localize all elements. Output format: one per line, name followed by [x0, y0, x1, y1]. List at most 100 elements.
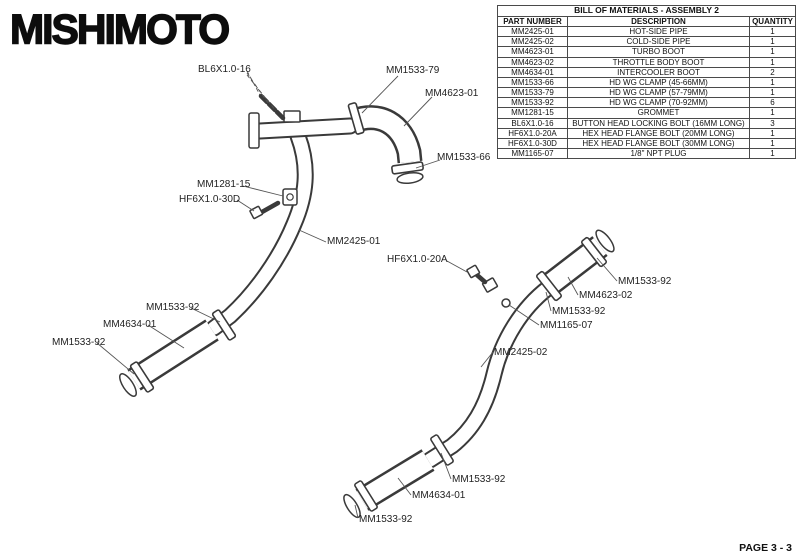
- part-number-cell: MM1165-07: [497, 148, 568, 160]
- bom-header-row: PART NUMBER DESCRIPTION QUANTITY: [497, 15, 797, 27]
- callout-mm1533-79: MM1533-79: [386, 65, 440, 76]
- hex-bolt-20mm-drawing: [466, 264, 488, 285]
- description-cell: HEX HEAD FLANGE BOLT (30MM LONG): [567, 138, 750, 150]
- callout-mm1165-07: MM1165-07: [540, 320, 593, 331]
- hd-wg-clamp-92-left-lower-drawing: [129, 361, 155, 393]
- quantity-cell: 6: [748, 97, 797, 109]
- description-cell: BUTTON HEAD LOCKING BOLT (16MM LONG): [567, 117, 750, 129]
- callout-mm1533-92-bottom-2: MM1533-92: [359, 514, 413, 525]
- hd-wg-clamp-92-bottom-upper-drawing: [430, 434, 454, 466]
- hot-side-pipe-drawing: [205, 117, 359, 337]
- callout-mm2425-01: MM2425-01: [327, 236, 381, 247]
- callout-mm4634-01-bottom: MM4634-01: [412, 490, 466, 501]
- part-number-cell: HF6X1.0-30D: [497, 138, 568, 150]
- callout-mm1533-92-left-2: MM1533-92: [52, 337, 106, 348]
- description-cell: 1/8" NPT PLUG: [567, 148, 750, 160]
- quantity-cell: 1: [748, 138, 797, 150]
- quantity-cell: 1: [748, 46, 797, 58]
- part-number-cell: MM1533-79: [497, 87, 568, 99]
- callout-hf6x1-0-20a: HF6X1.0-20A: [387, 254, 448, 265]
- callout-mm1533-92-right-1: MM1533-92: [618, 276, 672, 287]
- callout-mm4634-01-left: MM4634-01: [103, 319, 157, 330]
- part-number-cell: MM4634-01: [497, 66, 568, 78]
- throttle-body-boot-drawing: [540, 229, 615, 296]
- callout-mm2425-02: MM2425-02: [494, 347, 548, 358]
- quantity-cell: 1: [748, 56, 797, 68]
- part-number-cell: MM1533-66: [497, 76, 568, 89]
- description-cell: INTERCOOLER BOOT: [567, 66, 750, 78]
- callout-mm1533-92-bottom-1: MM1533-92: [452, 474, 506, 485]
- hex-bolt-30mm-drawing: [249, 200, 281, 220]
- hd-wg-clamp-57-79-drawing: [347, 102, 365, 135]
- turbo-flange-drawing: [248, 110, 301, 149]
- callout-hf6x1-0-30d: HF6X1.0-30D: [179, 194, 241, 205]
- description-cell: THROTTLE BODY BOOT: [567, 56, 750, 68]
- turbo-boot-drawing: [349, 105, 424, 185]
- part-number-cell: BL6X1.0-16: [497, 117, 568, 129]
- npt-plug-drawing: [501, 298, 511, 308]
- description-cell: HD WG CLAMP (70-92MM): [567, 97, 750, 109]
- column-header-part-number: PART NUMBER: [497, 15, 568, 27]
- hd-wg-clamp-92-right-upper-drawing: [581, 236, 607, 268]
- intercooler-boot-left-drawing: [119, 319, 219, 397]
- intercooler-boot-right-drawing: [343, 449, 435, 519]
- page-number: PAGE 3 - 3: [739, 542, 792, 554]
- part-number-cell: MM1281-15: [497, 107, 568, 119]
- quantity-cell: 1: [748, 127, 797, 140]
- hd-wg-clamp-92-right-mid-drawing: [536, 270, 562, 302]
- callout-mm1533-92-left-1: MM1533-92: [146, 302, 200, 313]
- description-cell: HD WG CLAMP (45-66MM): [567, 76, 750, 89]
- description-cell: HEX HEAD FLANGE BOLT (20MM LONG): [567, 127, 750, 140]
- part-number-cell: HF6X1.0-20A: [497, 127, 568, 140]
- part-number-cell: MM1533-92: [497, 97, 568, 109]
- quantity-cell: 3: [748, 117, 797, 129]
- hd-wg-clamp-92-left-upper-drawing: [211, 309, 237, 341]
- part-number-cell: MM2425-01: [497, 25, 568, 38]
- part-number-cell: MM4623-02: [497, 56, 568, 68]
- quantity-cell: 1: [748, 76, 797, 89]
- quantity-cell: 2: [748, 66, 797, 78]
- bom-table: BILL OF MATERIALS - ASSEMBLY 2 PART NUMB…: [496, 5, 797, 160]
- callout-mm1533-92-right-2: MM1533-92: [552, 306, 606, 317]
- column-header-quantity: QUANTITY: [748, 15, 797, 27]
- quantity-cell: 1: [748, 87, 797, 99]
- callout-mm4623-01: MM4623-01: [425, 88, 479, 99]
- hd-wg-clamp-45-66-drawing: [391, 161, 424, 175]
- description-cell: TURBO BOOT: [567, 46, 750, 58]
- part-number-cell: MM4623-01: [497, 46, 568, 58]
- description-cell: COLD-SIDE PIPE: [567, 36, 750, 48]
- column-header-description: DESCRIPTION: [567, 15, 750, 27]
- hd-wg-clamp-92-bottom-lower-drawing: [354, 480, 378, 512]
- button-head-bolts-drawing: [258, 93, 286, 121]
- quantity-cell: 1: [748, 36, 797, 48]
- description-cell: HD WG CLAMP (57-79MM): [567, 87, 750, 99]
- quantity-cell: 1: [748, 107, 797, 119]
- callout-mm1533-66: MM1533-66: [437, 152, 491, 163]
- callout-mm1281-15: MM1281-15: [197, 179, 251, 190]
- callout-bl6x1-0-16: BL6X1.0-16: [198, 64, 251, 75]
- mishimoto-logo: MISHIMOTO: [9, 5, 231, 53]
- bom-title-row: BILL OF MATERIALS - ASSEMBLY 2: [496, 5, 797, 17]
- callout-mm4623-02: MM4623-02: [579, 290, 633, 301]
- grommet-bracket-drawing: [282, 188, 298, 206]
- description-cell: HOT-SIDE PIPE: [567, 25, 750, 38]
- bom-title: BILL OF MATERIALS - ASSEMBLY 2: [496, 5, 797, 17]
- description-cell: GROMMET: [567, 107, 750, 119]
- leader-lines: [96, 70, 618, 519]
- part-number-cell: MM2425-02: [497, 36, 568, 48]
